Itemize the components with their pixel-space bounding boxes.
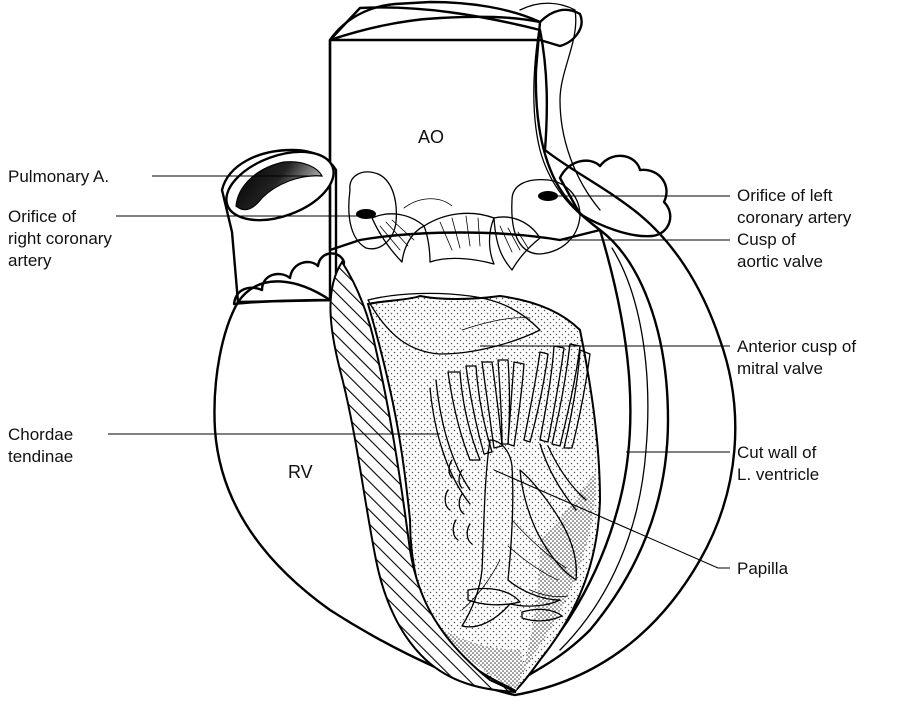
label-cusp-aortic-valve: Cusp of aortic valve — [737, 230, 823, 271]
pulmonary-opening — [217, 139, 343, 234]
cusp-texture — [380, 199, 528, 252]
label-pulmonary-a: Pulmonary A. — [8, 167, 109, 186]
label-chordae-tendinae: Chordae tendinae — [8, 425, 78, 466]
label-orifice-left-coronary: Orifice of left coronary artery — [737, 186, 852, 227]
label-cut-wall-lv: Cut wall of L. ventricle — [737, 443, 821, 484]
label-orifice-right-coronary: Orifice of right coronary artery — [8, 207, 117, 270]
aortic-cusp-left — [494, 217, 540, 270]
region-label-ao: AO — [418, 127, 444, 147]
left-sinus — [512, 180, 580, 254]
aortic-cusp-middle — [424, 213, 494, 264]
right-atrium-appendage — [234, 253, 344, 304]
label-papilla: Papilla — [737, 559, 789, 578]
label-anterior-cusp-mitral: Anterior cusp of mitral valve — [737, 337, 861, 378]
region-label-rv: RV — [288, 462, 313, 482]
